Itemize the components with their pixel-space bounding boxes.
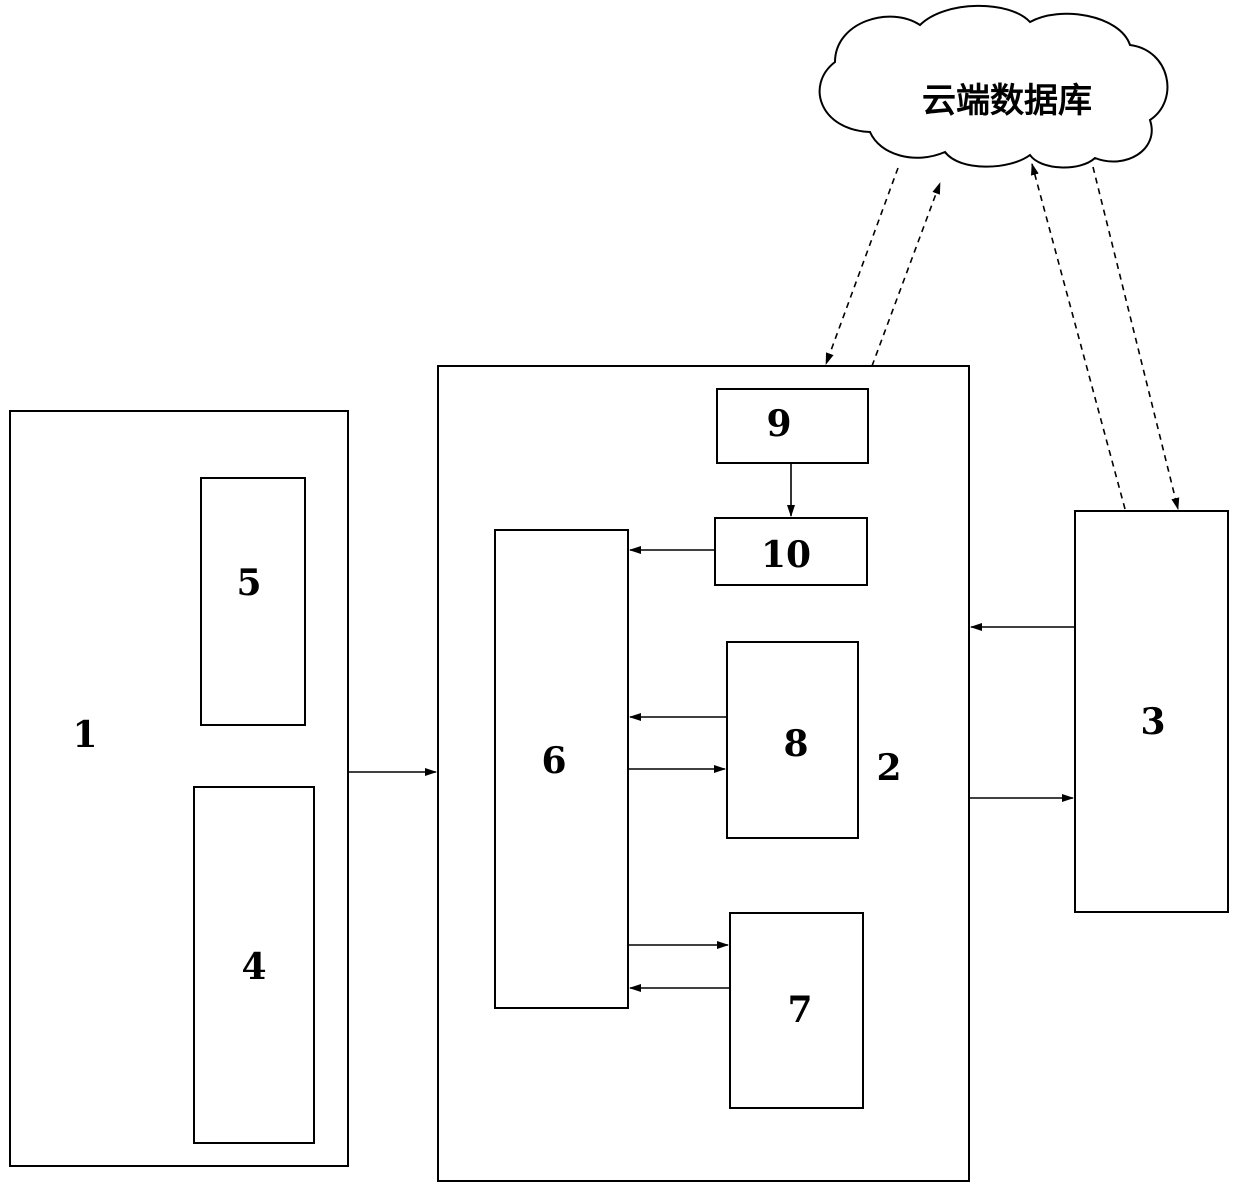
block-2-label: 2	[876, 747, 901, 789]
cloud-database: 云端数据库	[820, 6, 1168, 168]
block-9	[717, 389, 868, 463]
block-10-label: 10	[761, 534, 811, 576]
block-3-label: 3	[1140, 701, 1165, 743]
dashed-arrow-cloud-to-2	[826, 168, 898, 364]
block-5-label: 5	[236, 562, 261, 604]
block-8-label: 8	[783, 723, 808, 765]
block-1-label: 1	[72, 714, 97, 756]
block-9-label: 9	[766, 403, 791, 445]
block-7-label: 7	[787, 989, 812, 1031]
cloud-label: 云端数据库	[922, 81, 1092, 121]
block-6-label: 6	[541, 740, 566, 782]
block-4-label: 4	[241, 946, 266, 988]
dashed-arrow-cloud-to-3	[1093, 167, 1178, 509]
dashed-arrow-3-to-cloud	[1032, 164, 1125, 509]
